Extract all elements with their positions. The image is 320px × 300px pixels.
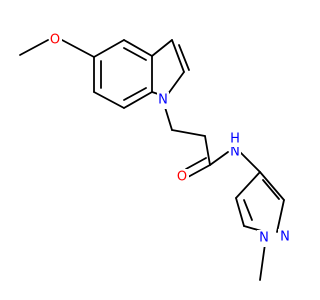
molecule-structure-diagram: O N O N H N N — [19, 32, 292, 281]
bond-pyrazole-4 — [235, 197, 245, 227]
bond-n-methyl — [259, 243, 266, 281]
atom-label-indole-n: N — [158, 93, 168, 108]
bond-ch2-ch2 — [171, 129, 206, 137]
atom-label-pyrazole-n1: N — [259, 231, 269, 246]
bond-pyrazole-1-inner — [262, 179, 280, 200]
bond-benzene-5 — [123, 91, 153, 109]
bond-pyrazole-1 — [259, 171, 285, 201]
bond-benzene-3-inner — [123, 47, 147, 61]
bonds — [19, 39, 285, 281]
atom-label-amide-n: N — [230, 145, 240, 160]
bond-methyl-o — [19, 39, 49, 56]
bond-pyrazole-2 — [276, 199, 285, 233]
bond-pyrazole-5 — [235, 171, 261, 199]
bond-carbonyl-inner — [185, 157, 207, 170]
bond-benzene-5-inner — [123, 87, 147, 101]
bond-benzene-6 — [93, 91, 125, 109]
atom-label-pyrazole-n2: N — [280, 230, 290, 245]
bond-co-nh — [209, 151, 229, 166]
bond-carbonyl — [187, 164, 211, 178]
bond-benzene-3 — [123, 39, 153, 57]
bond-pyrrole-2-inner — [178, 44, 190, 71]
bond-pyrrole-1 — [151, 39, 173, 57]
atom-labels: O N O N H N N — [49, 32, 292, 247]
bond-pyrrole-3 — [167, 71, 185, 95]
atom-label-amide-h: H — [230, 132, 240, 147]
bond-pyrrole-2 — [171, 39, 185, 73]
atom-label-carbonyl-o: O — [177, 170, 187, 185]
bond-benzene-2 — [93, 39, 125, 58]
bond-pyrazole-4-inner — [243, 199, 253, 221]
bond-ch2-co — [204, 135, 211, 166]
atom-label-methoxy-o: O — [50, 33, 60, 48]
bond-o-aryl — [61, 39, 95, 58]
bond-nh-pyrazole — [239, 151, 261, 173]
